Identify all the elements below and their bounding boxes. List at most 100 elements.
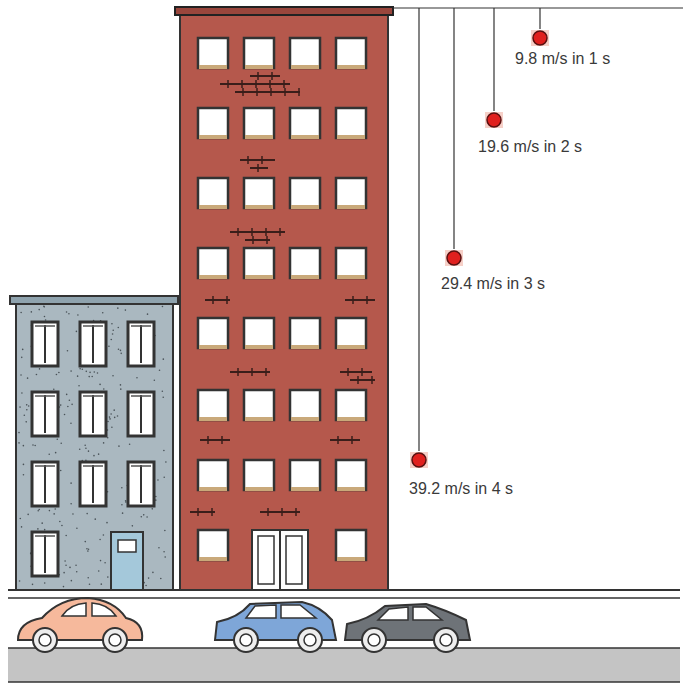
wall-speckle [69, 400, 71, 402]
double-door [252, 530, 308, 590]
wall-speckle [76, 331, 78, 333]
window [336, 390, 366, 420]
wall-speckle [89, 372, 91, 374]
wall-speckle [58, 372, 60, 374]
brick-joint [361, 368, 363, 376]
wall-speckle [19, 406, 21, 408]
brick-joint [257, 72, 259, 80]
brick-line [260, 511, 300, 513]
brick-joint [212, 296, 214, 304]
window-bar [44, 465, 46, 503]
wall-speckle [118, 445, 120, 447]
wall-speckle [111, 323, 113, 325]
wall-speckle [70, 503, 72, 505]
window [128, 392, 154, 436]
wall-speckle [147, 313, 149, 315]
brick-line [235, 91, 300, 93]
ball-glow [445, 250, 463, 266]
wall-speckle [113, 409, 115, 411]
window-sill [199, 417, 227, 421]
wall-speckle [106, 522, 108, 524]
wall-speckle [162, 391, 164, 393]
wall-speckle [93, 455, 95, 457]
window-bar [92, 465, 94, 503]
wall-speckle [85, 447, 87, 449]
brick-joint [252, 236, 254, 244]
car [215, 602, 336, 652]
falling-ball [412, 453, 426, 467]
window-sill [291, 205, 319, 209]
support-line [393, 7, 683, 8]
building-wall [16, 303, 173, 590]
window [290, 108, 320, 138]
window [290, 38, 320, 68]
wall-speckle [101, 583, 103, 585]
window [244, 460, 274, 490]
door-split [279, 530, 281, 590]
wall-speckle [110, 339, 112, 341]
car-window [281, 605, 316, 618]
brick-joint [261, 156, 263, 164]
window [32, 462, 58, 506]
window-sill [245, 65, 273, 69]
drop-string [453, 8, 454, 249]
wall-speckle [98, 453, 100, 455]
wall-speckle [114, 417, 116, 419]
wall-speckle [79, 368, 81, 370]
wall-speckle [109, 416, 111, 418]
drop-string [418, 8, 419, 451]
wall-speckle [32, 444, 34, 446]
window [32, 532, 58, 576]
window [290, 390, 320, 420]
speed-label: 19.6 m/s in 2 s [478, 138, 582, 156]
wheel-hub [240, 634, 252, 646]
wall-speckle [110, 413, 112, 415]
window-frame [83, 325, 103, 327]
window-sill [337, 275, 365, 279]
window-sill [291, 417, 319, 421]
window [244, 248, 274, 278]
wall-speckle [37, 528, 39, 530]
grey-building [10, 296, 178, 590]
wall-speckle [55, 452, 57, 454]
window-bar [140, 325, 142, 363]
wall-speckle [91, 376, 93, 378]
window-frame [35, 325, 55, 327]
window [128, 322, 154, 366]
wall-speckle [148, 577, 150, 579]
wall-speckle [120, 350, 122, 352]
window [336, 38, 366, 68]
wall-speckle [27, 514, 29, 516]
window [336, 530, 366, 560]
wall-speckle [88, 376, 90, 378]
wall-speckle [61, 525, 63, 527]
brick-joint [351, 436, 353, 444]
wall-speckle [49, 510, 51, 512]
road-edge [8, 681, 680, 683]
wall-speckle [44, 529, 46, 531]
wheel-hub [109, 634, 121, 646]
wall-speckle [60, 442, 62, 444]
ground-line [8, 589, 680, 591]
wall-speckle [69, 567, 71, 569]
wall-speckle [118, 349, 120, 351]
wall-speckle [44, 316, 46, 318]
window-frame [35, 535, 55, 537]
wall-speckle [94, 518, 96, 520]
wall-speckle [162, 306, 164, 308]
brick-line [340, 371, 372, 373]
wall-speckle [19, 518, 21, 520]
brick-joint [257, 164, 259, 172]
brick-joint [347, 368, 349, 376]
window-frame [83, 465, 103, 467]
brick-joint [281, 508, 283, 516]
wall-speckle [24, 415, 26, 417]
brick-joint [269, 80, 271, 88]
brick-joint [237, 368, 239, 376]
wall-speckle [117, 307, 119, 309]
brick-line [230, 371, 270, 373]
wall-speckle [76, 571, 78, 573]
wall-speckle [88, 548, 90, 550]
car [345, 604, 470, 652]
window [198, 248, 228, 278]
